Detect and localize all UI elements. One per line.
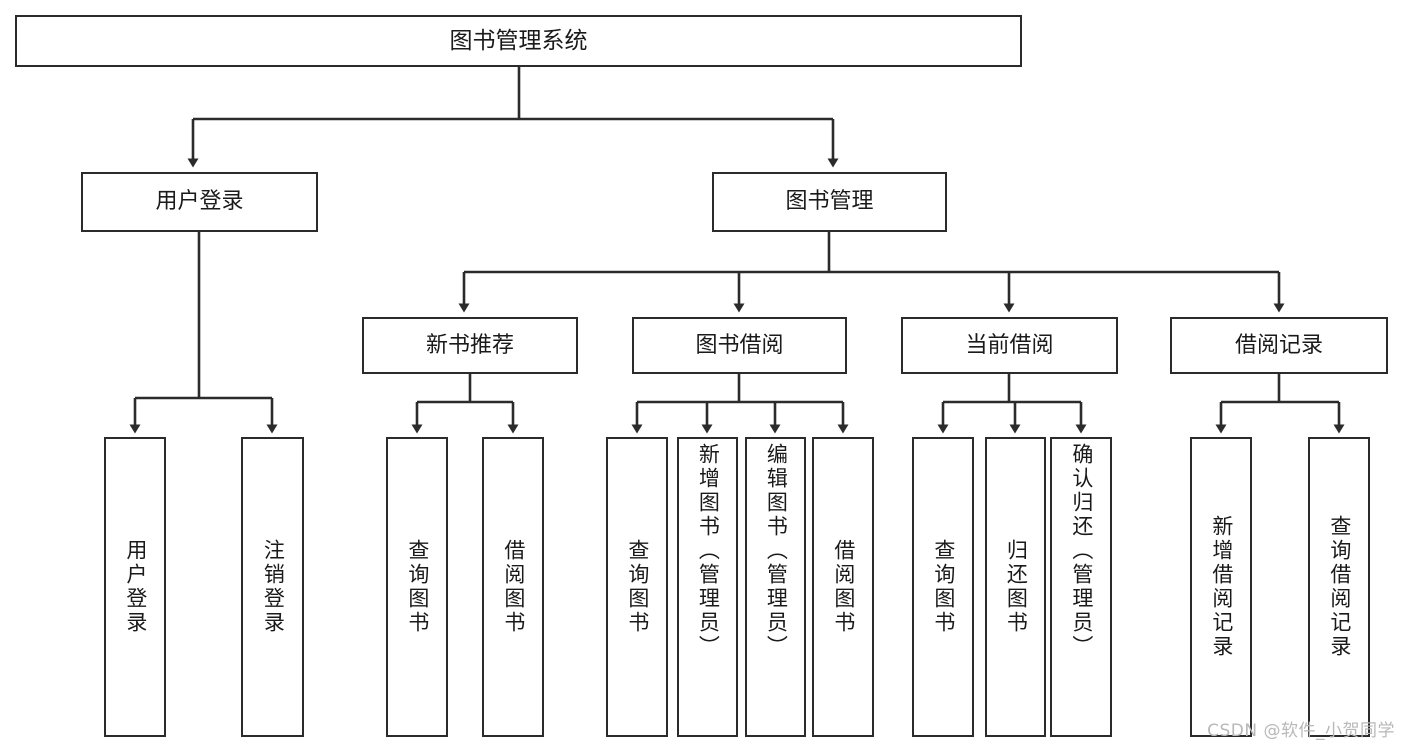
leaf-return-books[interactable]: 归还图书 [985, 437, 1046, 737]
leaf-edit-book-admin[interactable]: 编辑图书（管理员） [745, 437, 806, 737]
leaf-user-login[interactable]: 用户登录 [104, 437, 166, 737]
node-current-borrowing[interactable]: 当前借阅 [901, 317, 1118, 374]
leaf-logout[interactable]: 注销登录 [241, 437, 304, 737]
leaf-borrow-books-recommendation[interactable]: 借阅图书 [482, 437, 544, 737]
leaf-query-borrow-record[interactable]: 查询借阅记录 [1308, 437, 1370, 737]
node-root-library-management-system[interactable]: 图书管理系统 [15, 15, 1022, 67]
leaf-add-book-admin[interactable]: 新增图书（管理员） [677, 437, 738, 737]
leaf-borrow-books-borrowing[interactable]: 借阅图书 [812, 437, 874, 737]
node-user-login[interactable]: 用户登录 [81, 172, 318, 232]
node-new-book-recommendation[interactable]: 新书推荐 [362, 317, 578, 374]
leaf-query-books-current[interactable]: 查询图书 [912, 437, 974, 737]
node-book-management[interactable]: 图书管理 [712, 172, 947, 232]
leaf-confirm-return-admin[interactable]: 确认归还（管理员） [1050, 437, 1112, 737]
leaf-add-borrow-record[interactable]: 新增借阅记录 [1190, 437, 1252, 737]
leaf-query-books-borrowing[interactable]: 查询图书 [606, 437, 668, 737]
leaf-query-books-recommendation[interactable]: 查询图书 [386, 437, 448, 737]
node-book-borrowing[interactable]: 图书借阅 [632, 317, 847, 374]
node-borrow-records[interactable]: 借阅记录 [1170, 317, 1388, 374]
